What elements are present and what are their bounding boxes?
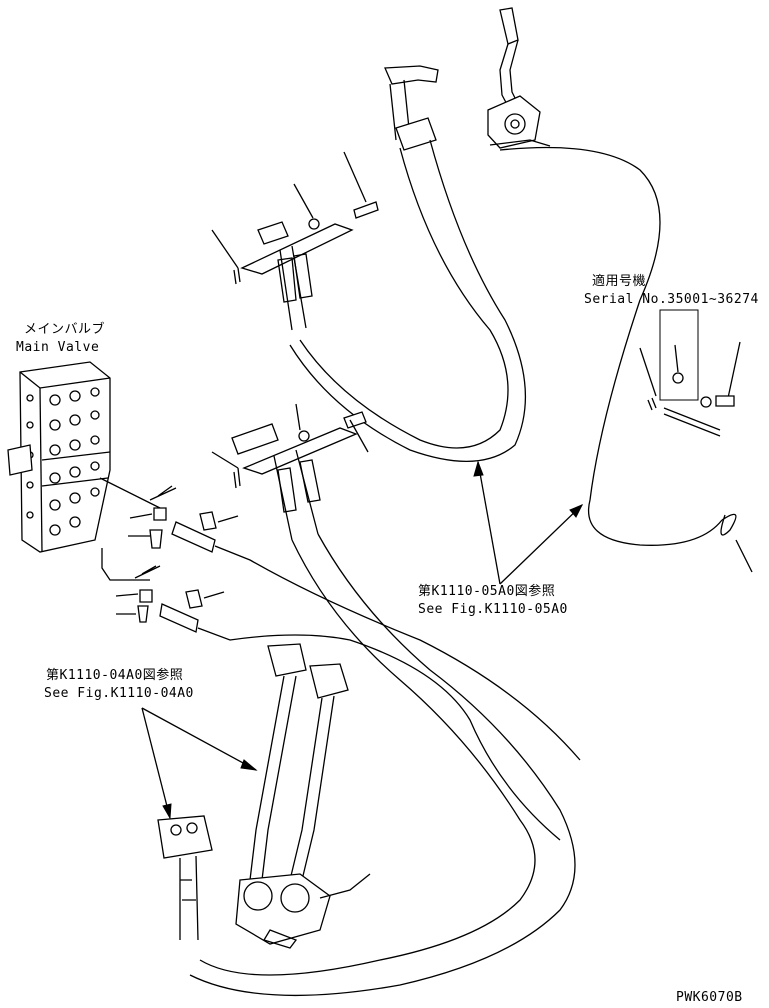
main-valve-label-en: Main Valve — [16, 340, 100, 355]
ref-04a0-leaders — [141, 707, 258, 820]
right-cable-loop — [588, 299, 753, 573]
lever-upper-center — [289, 65, 527, 463]
ref-04a0-label-en: See Fig.K1110-04A0 — [44, 686, 194, 701]
middle-bracket — [189, 403, 576, 997]
serial-label: Serial No.35001~36274 — [584, 292, 759, 307]
hand-lever-top-right — [487, 7, 661, 301]
ref-05a0-label-en: See Fig.K1110-05A0 — [418, 602, 568, 617]
main-valve-label-jp: メインバルブ — [24, 322, 106, 337]
ref-04a0-label-jp: 第K1110-04A0図参照 — [46, 668, 184, 683]
lower-levers — [157, 643, 371, 949]
applicable-label-jp: 適用号機 — [592, 274, 647, 289]
ref-05a0-label-jp: 第K1110-05A0図参照 — [418, 584, 556, 599]
upper-bracket — [211, 151, 379, 331]
main-valve — [7, 361, 111, 553]
drawing-code: PWK6070B — [676, 990, 743, 1005]
ref-05a0-leaders — [473, 460, 584, 585]
valve-cable-ends — [99, 477, 581, 841]
